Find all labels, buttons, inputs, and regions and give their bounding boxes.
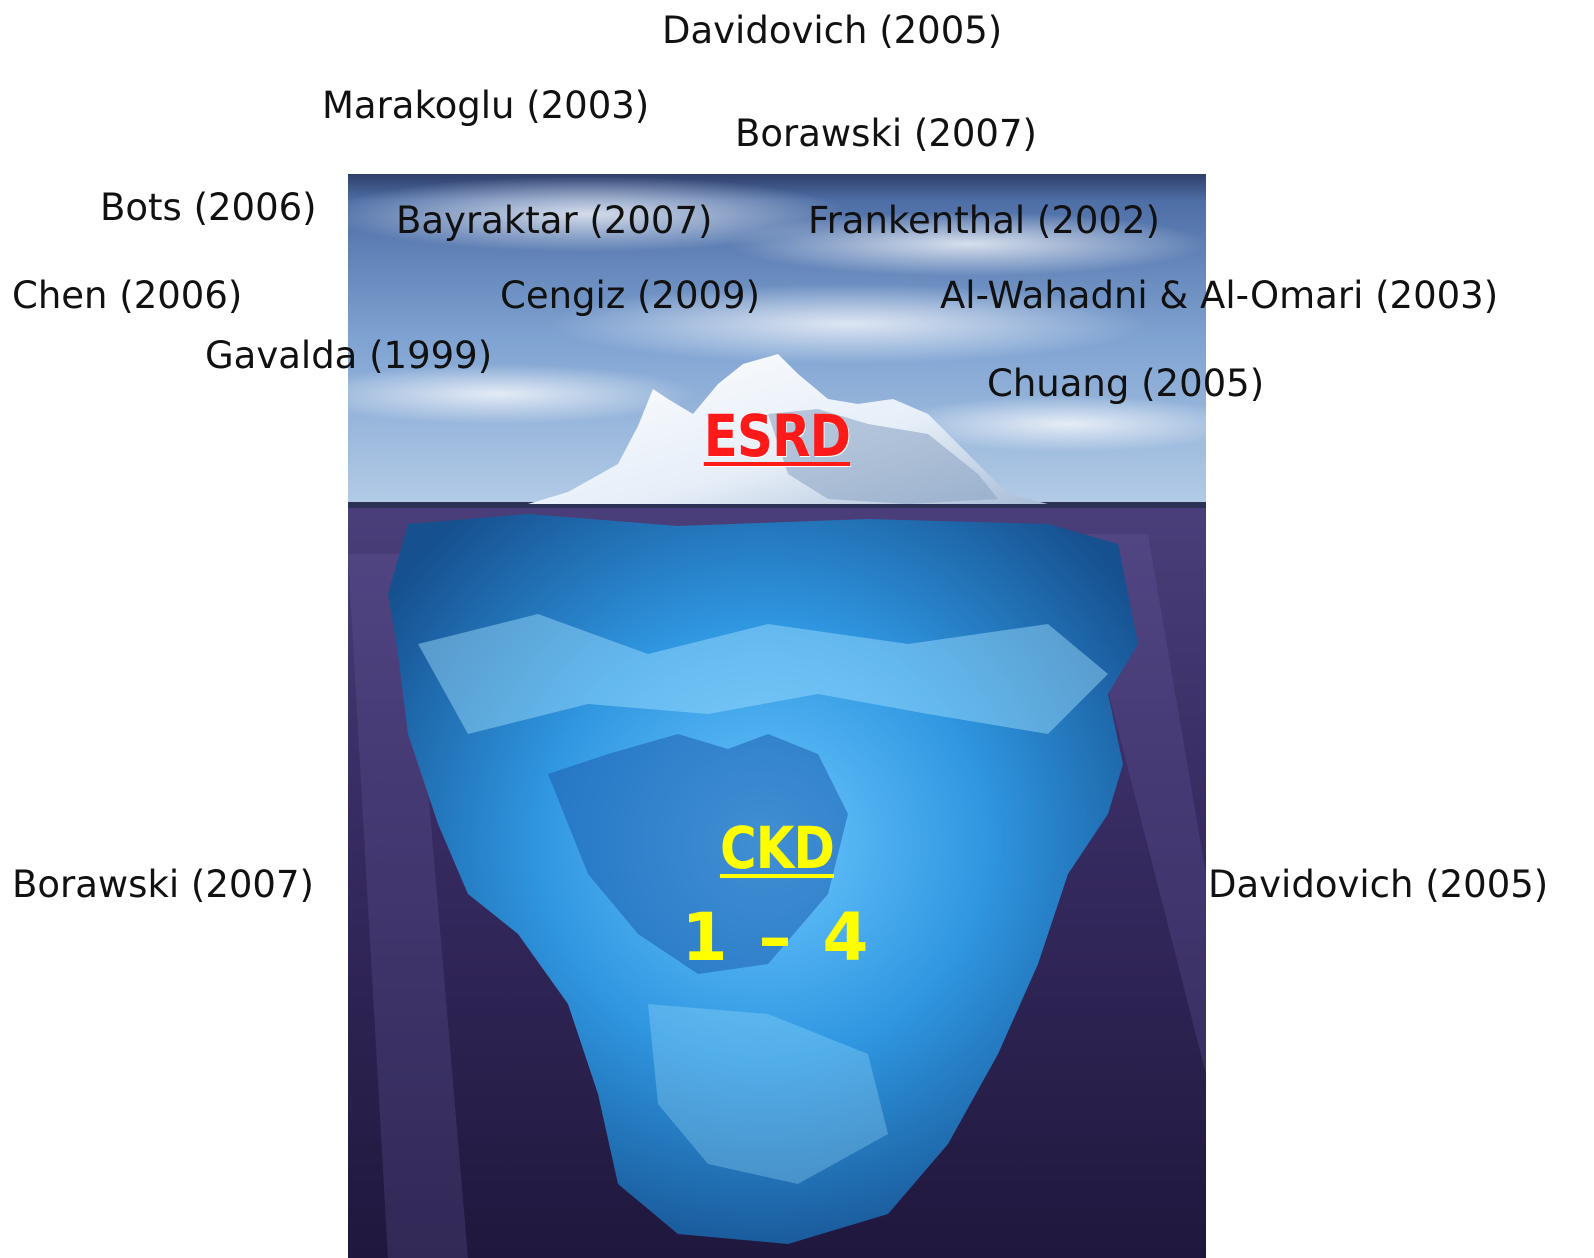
cloud [888, 396, 1206, 452]
iceberg-tip-shade [768, 409, 998, 504]
citation-davidovich-top: Davidovich (2005) [662, 9, 1003, 52]
light-ray [348, 554, 468, 1258]
citation-borawski-top: Borawski (2007) [735, 112, 1037, 155]
ice-cave-shadow [548, 734, 848, 974]
cloud [728, 212, 1206, 276]
citation-frankenthal: Frankenthal (2002) [808, 199, 1160, 242]
cloud [548, 284, 1148, 364]
iceberg-illustration: ESRD CKD 1 – 4 [348, 174, 1206, 1258]
esrd-label: ESRD [703, 402, 851, 470]
citation-borawski-bottom: Borawski (2007) [12, 863, 314, 906]
ice-highlight [418, 614, 1108, 734]
citation-davidovich-bottom: Davidovich (2005) [1208, 863, 1549, 906]
waterline [348, 502, 1206, 508]
citation-bots: Bots (2006) [100, 186, 317, 229]
ckd-label: CKD [719, 814, 835, 882]
citation-marakoglu: Marakoglu (2003) [322, 84, 650, 127]
cloud [348, 176, 848, 252]
citation-chen: Chen (2006) [12, 274, 243, 317]
citation-gavalda: Gavalda (1999) [205, 334, 493, 377]
cloud [348, 364, 698, 424]
citation-al-wahadni: Al-Wahadni & Al-Omari (2003) [940, 274, 1499, 317]
ckd-stages-label: 1 – 4 [681, 899, 873, 976]
citation-chuang: Chuang (2005) [987, 362, 1265, 405]
citation-bayraktar: Bayraktar (2007) [396, 199, 713, 242]
citation-cengiz: Cengiz (2009) [500, 274, 761, 317]
ice-highlight [648, 1004, 888, 1184]
